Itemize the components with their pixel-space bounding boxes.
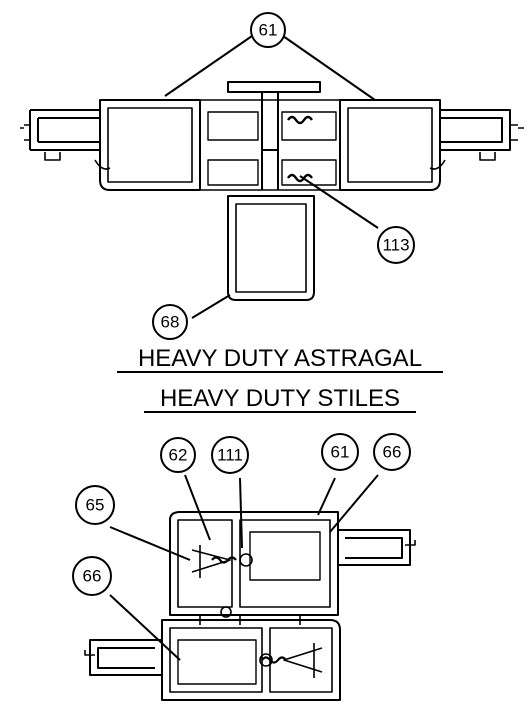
svg-text:65: 65 (86, 496, 105, 515)
callout-66-top: 66 (373, 433, 411, 471)
weatherstrip-upper (287, 115, 313, 125)
stile-assembly (84, 474, 416, 701)
weatherstrip-lower (287, 173, 313, 183)
svg-text:66: 66 (383, 443, 402, 462)
left-stile-frame (99, 99, 201, 191)
upper-stile-frame (169, 511, 339, 616)
right-glazing-bead (440, 109, 511, 151)
svg-text:66: 66 (83, 567, 102, 586)
svg-text:61: 61 (331, 443, 350, 462)
callout-61-top: 61 (250, 12, 286, 48)
callout-66-left: 66 (72, 556, 112, 596)
svg-text:111: 111 (217, 446, 243, 465)
caption-stiles: HEAVY DUTY STILES (160, 385, 400, 412)
svg-text:68: 68 (161, 313, 180, 332)
right-stile-frame (339, 99, 441, 191)
callout-111: 111 (211, 436, 249, 474)
caption-block: HEAVY DUTY ASTRAGAL HEAVY DUTY STILES (117, 345, 443, 413)
lower-anchor (283, 643, 323, 678)
callout-113: 113 (377, 226, 415, 264)
astragal-cap (227, 81, 321, 93)
svg-text:113: 113 (382, 236, 409, 255)
callout-62: 62 (160, 437, 196, 473)
lower-stile-frame (161, 619, 341, 701)
left-glazing-bead (29, 109, 100, 151)
upper-anchor (191, 545, 231, 578)
astragal-web (261, 92, 279, 190)
callout-65: 65 (75, 485, 115, 525)
callout-61-bottom: 61 (321, 433, 359, 471)
mullion-tube (227, 195, 315, 301)
svg-text:61: 61 (259, 21, 278, 40)
caption-astragal: HEAVY DUTY ASTRAGAL (138, 345, 422, 372)
svg-text:62: 62 (169, 446, 188, 465)
astragal-assembly (20, 35, 524, 319)
callout-68: 68 (152, 304, 188, 340)
upper-glazing-bead (338, 529, 411, 566)
lower-glazing-bead (89, 639, 162, 676)
